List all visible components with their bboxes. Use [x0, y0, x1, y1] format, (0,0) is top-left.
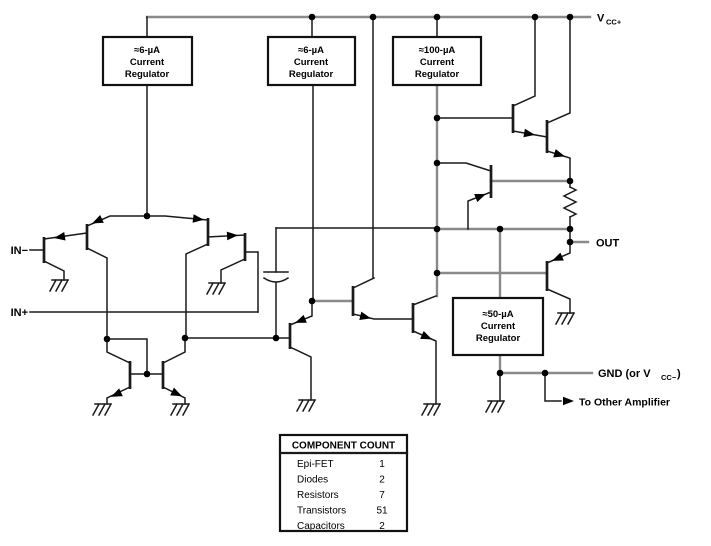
ground-icon — [296, 399, 316, 412]
table-row-name: Transistors — [297, 506, 346, 517]
circuit-wires — [29, 16, 571, 405]
regulator-3-line3: Regulator — [415, 69, 460, 80]
ground-icon — [170, 403, 190, 416]
vcc-plus-subscript: CC+ — [606, 18, 622, 27]
table-row-value: 7 — [379, 490, 385, 501]
capacitor-symbol — [262, 271, 290, 283]
current-regulator-2: ≈6-µA Current Regulator — [266, 35, 357, 87]
out-label: OUT — [596, 238, 620, 250]
junction-dots — [103, 13, 574, 378]
table-row-name: Diodes — [297, 475, 328, 486]
gnd-label: GND (or V — [598, 368, 651, 380]
table-row-value: 51 — [376, 506, 388, 517]
table-row-name: Resistors — [297, 490, 339, 501]
to-other-amplifier-label: To Other Amplifier — [579, 397, 670, 409]
current-regulator-3: ≈100-µA Current Regulator — [391, 35, 483, 87]
regulator-3-value: ≈100-µA — [419, 45, 456, 56]
current-regulator-1: ≈6-µA Current Regulator — [101, 35, 194, 87]
component-count-title: COMPONENT COUNT — [292, 441, 395, 452]
regulator-1-line2: Current — [130, 57, 165, 68]
regulator-3-line2: Current — [420, 57, 455, 68]
vcc-plus-label: V — [597, 13, 605, 25]
table-row-value: 2 — [379, 521, 385, 532]
regulator-4-line3: Regulator — [476, 333, 521, 344]
ground-icon — [485, 400, 505, 413]
current-regulator-4: ≈50-µA Current Regulator — [451, 296, 545, 357]
regulator-2-line2: Current — [294, 57, 329, 68]
regulator-2-line3: Regulator — [289, 69, 334, 80]
gnd-subscript: CC− — [661, 373, 677, 382]
resistor-symbol — [562, 185, 578, 219]
table-row-value: 1 — [379, 459, 385, 470]
component-count-table: COMPONENT COUNT Epi-FET 1 Diodes 2 Resis… — [278, 433, 409, 533]
regulator-4-line2: Current — [481, 321, 516, 332]
ground-icon — [206, 282, 226, 295]
ground-icon — [49, 279, 69, 292]
regulator-4-value: ≈50-µA — [482, 309, 513, 320]
transistor-base-bars — [42, 104, 549, 389]
gnd-label-close: ) — [677, 368, 681, 380]
regulator-2-value: ≈6-µA — [298, 45, 324, 56]
terminal-labels: V CC+ IN− IN+ OUT GND (or V CC− ) To Oth… — [11, 13, 681, 409]
emitter-arrows — [54, 128, 565, 397]
ground-icon — [421, 403, 441, 416]
table-row-name: Capacitors — [297, 521, 345, 532]
regulator-1-value: ≈6-µA — [134, 45, 160, 56]
table-row-name: Epi-FET — [297, 459, 334, 470]
to-other-amplifier-arrow-icon — [563, 396, 574, 406]
regulator-1-line3: Regulator — [125, 69, 170, 80]
table-row-value: 2 — [379, 475, 385, 486]
in-plus-label: IN+ — [11, 307, 28, 319]
ground-icon — [555, 312, 575, 325]
in-minus-label: IN− — [11, 245, 28, 257]
ground-icon — [92, 403, 112, 416]
